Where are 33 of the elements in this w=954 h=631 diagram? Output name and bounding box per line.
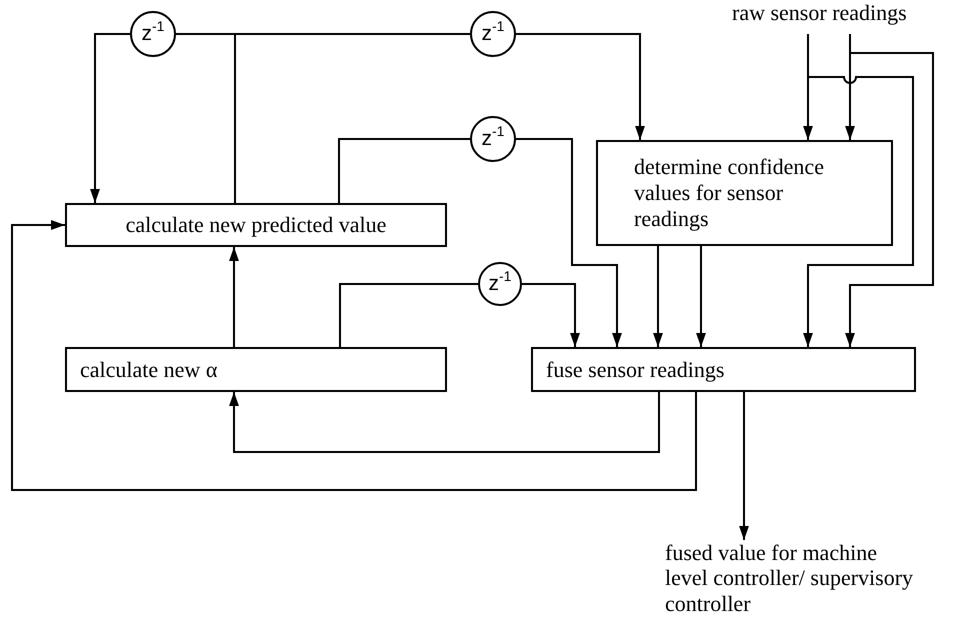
- arrow: [739, 392, 749, 540]
- connector-line: [234, 33, 470, 203]
- arrow: [522, 283, 580, 347]
- process-box: [65, 203, 447, 247]
- arrow: [229, 247, 239, 347]
- process-box: [65, 347, 447, 392]
- arrow: [11, 220, 697, 491]
- node-label: calculate new predicted value: [126, 212, 386, 238]
- node-label: determine confidence values for sensor readings: [634, 154, 825, 232]
- signal-label: raw sensor readings: [732, 0, 952, 34]
- delay-circle: [478, 262, 522, 306]
- delay-label: z$^{-1}$: [482, 22, 504, 46]
- delay-circle: [470, 11, 516, 57]
- delay-label: z$^{-1}$: [142, 22, 164, 46]
- arrow: [653, 246, 663, 347]
- connector-line: [339, 283, 478, 347]
- arrow: [803, 34, 914, 347]
- delay-label: z$^{-1}$: [482, 127, 504, 151]
- arrow: [229, 392, 660, 453]
- arrow: [696, 246, 706, 347]
- arrow: [845, 34, 934, 347]
- delay-circle: [130, 11, 176, 57]
- arrow: [90, 33, 130, 203]
- arrow: [516, 138, 622, 347]
- delay-circle: [470, 116, 516, 162]
- connector-line: [338, 138, 470, 203]
- process-box: [531, 347, 916, 392]
- signal-label: fused value for machine level controller/ supervisory controller: [665, 540, 917, 626]
- delay-label: z$^{-1}$: [488, 272, 512, 296]
- process-box: [596, 140, 893, 246]
- node-label: fuse sensor readings: [546, 356, 724, 382]
- arrow: [516, 33, 645, 140]
- node-label: calculate new α: [80, 356, 218, 382]
